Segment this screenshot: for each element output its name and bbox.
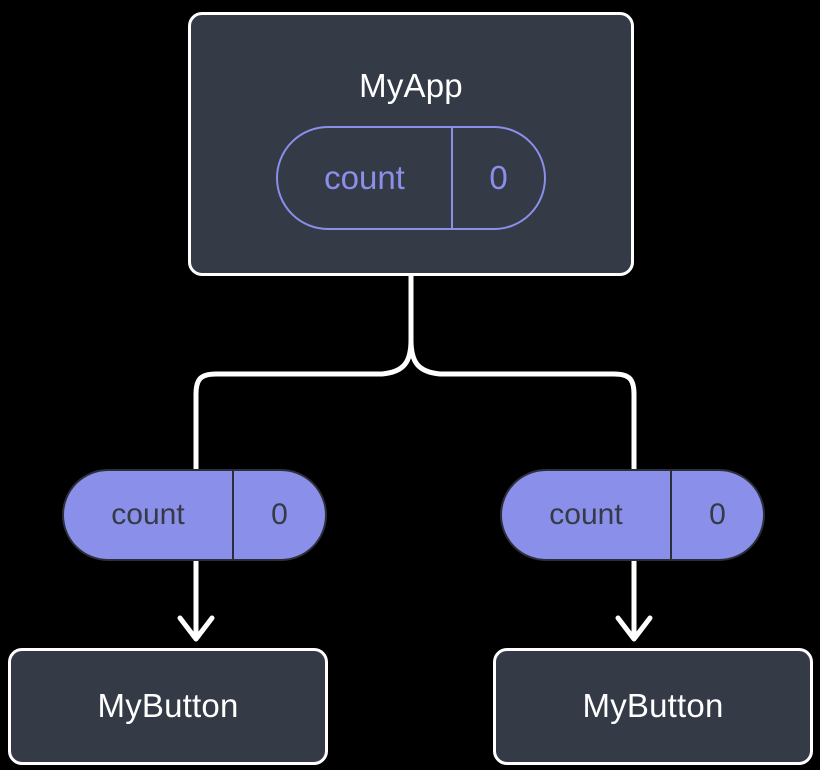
component-title-mybutton: MyButton: [97, 687, 239, 724]
fork-connector-left: [193, 337, 414, 473]
arrow-head-left: [177, 615, 215, 642]
state-pill-key: count: [278, 128, 453, 228]
component-card-mybutton-left[interactable]: MyButton: [8, 648, 328, 765]
prop-pill-count-left[interactable]: count 0: [62, 469, 327, 561]
state-pill-count-root[interactable]: count 0: [276, 126, 546, 230]
fork-connector-right: [408, 337, 637, 473]
prop-pill-count-right[interactable]: count 0: [500, 469, 765, 561]
state-pill-value: 0: [489, 159, 508, 196]
prop-pill-key: count: [64, 471, 234, 559]
arrow-head-right: [615, 615, 653, 642]
component-title-mybutton: MyButton: [582, 687, 724, 724]
prop-pill-key: count: [502, 471, 672, 559]
component-title-myapp: MyApp: [359, 67, 463, 104]
component-card-mybutton-right[interactable]: MyButton: [493, 648, 813, 765]
prop-pill-value: 0: [271, 498, 288, 531]
prop-pill-value: 0: [709, 498, 726, 531]
